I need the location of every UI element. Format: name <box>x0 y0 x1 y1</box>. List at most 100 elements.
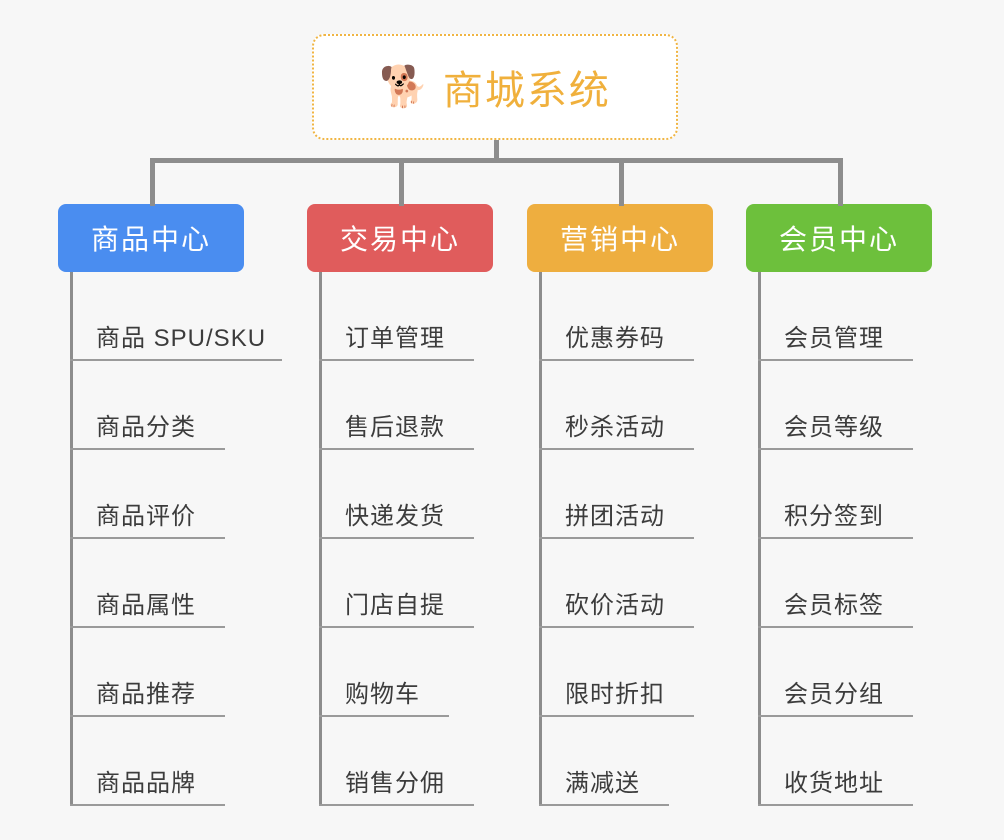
leaf-item[interactable]: 优惠券码 <box>539 272 713 361</box>
leaf-underline <box>319 804 474 806</box>
leaf-underline <box>758 537 913 539</box>
leaf-label: 会员分组 <box>784 681 884 708</box>
leaf-underline <box>758 804 913 806</box>
leaf-label: 满减送 <box>565 770 640 797</box>
leaf-underline <box>539 715 694 717</box>
leaf-item[interactable]: 快递发货 <box>319 450 493 539</box>
leaf-label: 快递发货 <box>345 503 445 530</box>
leaf-label: 商品推荐 <box>96 681 196 708</box>
leaf-item[interactable]: 收货地址 <box>758 717 932 806</box>
branch-header-label: 营销中心 <box>559 224 680 255</box>
leaf-item[interactable]: 售后退款 <box>319 361 493 450</box>
leaf-underline <box>319 448 474 450</box>
leaf-underline <box>319 359 474 361</box>
leaf-item[interactable]: 商品分类 <box>70 361 244 450</box>
leaf-underline <box>70 359 282 361</box>
connector-drop-4 <box>838 158 843 206</box>
branch-column-2: 交易中心订单管理售后退款快递发货门店自提购物车销售分佣 <box>307 204 493 806</box>
connector-horizontal-bar <box>150 158 840 163</box>
leaf-label: 门店自提 <box>345 592 445 619</box>
branch-column-4: 会员中心会员管理会员等级积分签到会员标签会员分组收货地址 <box>746 204 932 806</box>
leaf-underline <box>758 715 913 717</box>
leaf-item[interactable]: 门店自提 <box>319 539 493 628</box>
leaf-label: 商品分类 <box>96 414 196 441</box>
leaf-underline <box>319 715 449 717</box>
leaf-item[interactable]: 会员标签 <box>758 539 932 628</box>
leaf-underline <box>758 359 913 361</box>
leaf-underline <box>539 359 694 361</box>
leaf-label: 商品评价 <box>96 503 196 530</box>
leaf-label: 秒杀活动 <box>565 414 665 441</box>
leaf-item[interactable]: 砍价活动 <box>539 539 713 628</box>
leaf-item[interactable]: 购物车 <box>319 628 493 717</box>
branch-header-3[interactable]: 营销中心 <box>527 204 713 272</box>
branch-children-2: 订单管理售后退款快递发货门店自提购物车销售分佣 <box>307 272 493 806</box>
shiba-dog-emoji: 🐕 <box>379 65 429 109</box>
leaf-item[interactable]: 商品属性 <box>70 539 244 628</box>
leaf-label: 会员标签 <box>784 592 884 619</box>
leaf-underline <box>539 537 694 539</box>
leaf-item[interactable]: 商品 SPU/SKU <box>70 272 282 361</box>
leaf-underline <box>70 448 225 450</box>
leaf-label: 收货地址 <box>784 770 884 797</box>
root-node-label: 商城系统 <box>442 69 611 113</box>
leaf-item[interactable]: 销售分佣 <box>319 717 493 806</box>
connector-drop-1 <box>150 158 155 206</box>
leaf-underline <box>319 537 474 539</box>
leaf-item[interactable]: 商品评价 <box>70 450 244 539</box>
leaf-underline <box>539 804 669 806</box>
branch-spine-2 <box>319 272 322 806</box>
leaf-item[interactable]: 限时折扣 <box>539 628 713 717</box>
leaf-underline <box>539 626 694 628</box>
leaf-item[interactable]: 订单管理 <box>319 272 493 361</box>
leaf-item[interactable]: 拼团活动 <box>539 450 713 539</box>
branch-spine-3 <box>539 272 542 806</box>
leaf-underline <box>758 448 913 450</box>
branch-column-1: 商品中心商品 SPU/SKU 商品分类商品评价商品属性商品推荐商品品牌 <box>58 204 282 806</box>
leaf-item[interactable]: 商品推荐 <box>70 628 244 717</box>
leaf-label: 售后退款 <box>345 414 445 441</box>
leaf-label: 优惠券码 <box>565 325 665 352</box>
connector-root-stem <box>494 140 499 162</box>
leaf-label: 限时折扣 <box>565 681 665 708</box>
leaf-item[interactable]: 满减送 <box>539 717 713 806</box>
root-node-shop-system[interactable]: 🐕 商城系统 <box>312 34 678 140</box>
branch-header-1[interactable]: 商品中心 <box>58 204 244 272</box>
branch-children-3: 优惠券码秒杀活动拼团活动砍价活动限时折扣满减送 <box>527 272 713 806</box>
leaf-label: 砍价活动 <box>565 592 665 619</box>
branch-header-label: 交易中心 <box>339 224 460 255</box>
leaf-item[interactable]: 会员管理 <box>758 272 932 361</box>
leaf-label: 商品属性 <box>96 592 196 619</box>
branch-children-4: 会员管理会员等级积分签到会员标签会员分组收货地址 <box>746 272 932 806</box>
leaf-underline <box>70 626 225 628</box>
leaf-label: 积分签到 <box>784 503 884 530</box>
leaf-label: 会员等级 <box>784 414 884 441</box>
leaf-label: 订单管理 <box>345 325 445 352</box>
leaf-underline <box>70 537 225 539</box>
leaf-item[interactable]: 商品品牌 <box>70 717 244 806</box>
leaf-item[interactable]: 会员等级 <box>758 361 932 450</box>
connector-drop-3 <box>619 158 624 206</box>
branch-header-4[interactable]: 会员中心 <box>746 204 932 272</box>
leaf-underline <box>70 715 225 717</box>
leaf-underline <box>758 626 913 628</box>
leaf-label: 商品品牌 <box>96 770 196 797</box>
leaf-underline <box>319 626 474 628</box>
leaf-item[interactable]: 秒杀活动 <box>539 361 713 450</box>
leaf-item[interactable]: 积分签到 <box>758 450 932 539</box>
branch-spine-1 <box>70 272 73 806</box>
branch-column-3: 营销中心优惠券码秒杀活动拼团活动砍价活动限时折扣满减送 <box>527 204 713 806</box>
leaf-label: 会员管理 <box>784 325 884 352</box>
leaf-label: 拼团活动 <box>565 503 665 530</box>
branch-header-2[interactable]: 交易中心 <box>307 204 493 272</box>
branch-header-label: 会员中心 <box>778 224 899 255</box>
leaf-label: 购物车 <box>345 681 420 708</box>
branch-header-label: 商品中心 <box>90 224 211 255</box>
leaf-underline <box>70 804 225 806</box>
leaf-item[interactable]: 会员分组 <box>758 628 932 717</box>
branch-spine-4 <box>758 272 761 806</box>
leaf-underline <box>539 448 694 450</box>
branch-children-1: 商品 SPU/SKU 商品分类商品评价商品属性商品推荐商品品牌 <box>58 272 282 806</box>
leaf-label: 商品 SPU/SKU <box>96 325 267 352</box>
